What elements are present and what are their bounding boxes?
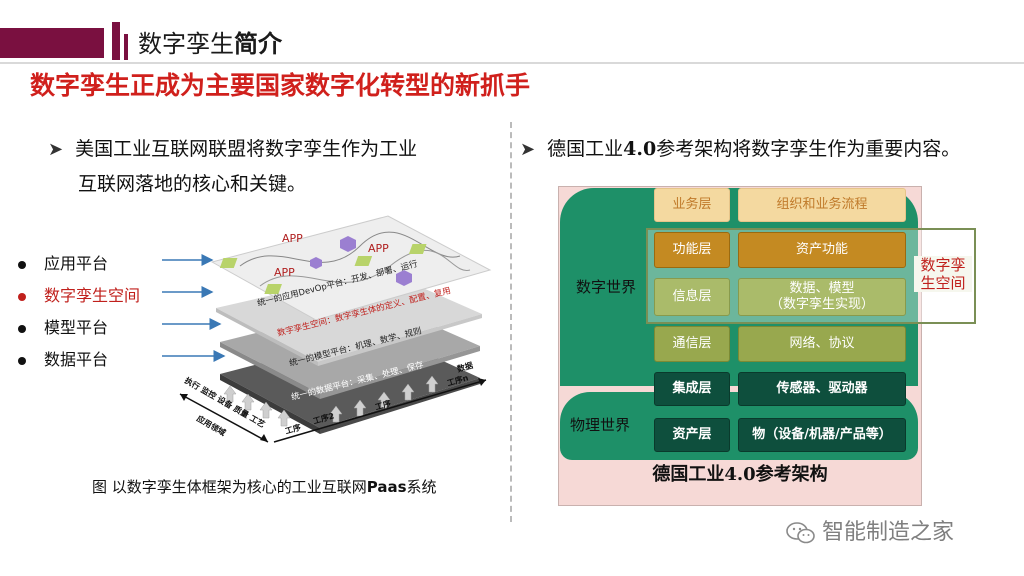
bullet-dot-icon (18, 292, 26, 301)
process-label: 工序 (374, 398, 392, 412)
layered-platform-diagram: APP APP APP 统一的应用DevOp平台：开发、部署、运行 数字孪生空间… (162, 215, 492, 443)
layer-communication: 通信层 (654, 326, 730, 362)
twin-space-label: 数字孪生空间 (914, 256, 972, 292)
list-item-model-platform: 模型平台 (18, 314, 108, 338)
layer-app (210, 215, 492, 321)
layer-business-content: 组织和业务流程 (738, 188, 906, 222)
digital-world-label: 数字世界 (576, 278, 637, 296)
page-subtitle: 数字孪生正成为主要国家数字化转型的新抓手 (30, 71, 531, 100)
column-divider (510, 122, 512, 522)
watermark: 智能制造之家 (786, 514, 954, 546)
data-axis-label: 数据 (456, 360, 474, 374)
layer-function: 功能层 (654, 232, 730, 268)
list-item-data-platform: 数据平台 (18, 346, 108, 370)
header-bar-accent (112, 22, 120, 60)
wechat-icon (786, 522, 815, 544)
process-label: 工序 (284, 422, 302, 436)
layer-function-content: 资产功能 (738, 232, 906, 268)
right-bullet: ➤ 德国工业4.0参考架构将数字孪生作为重要内容。 (520, 138, 961, 160)
left-bullet-line1: 美国工业互联网联盟将数字孪生作为工业 (75, 138, 418, 160)
layer-asset-content: 物（设备/机器/产品等） (738, 418, 906, 452)
left-bullet: ➤ 美国工业互联网联盟将数字孪生作为工业 互联网落地的核心和关键。 (48, 132, 498, 201)
layer-integration-content: 传感器、驱动器 (738, 372, 906, 406)
arrow-bullet-icon: ➤ (48, 139, 64, 160)
left-figure-caption: 图 以数字孪生体框架为核心的工业互联网Paas系统 (92, 478, 437, 496)
bullet-dot-icon (18, 324, 26, 333)
app-label: APP (282, 232, 303, 245)
app-label: APP (368, 242, 389, 255)
right-diagram-caption: 德国工业4.0参考架构 (652, 464, 828, 485)
list-item-app-platform: 应用平台 (18, 250, 108, 274)
header-bar (0, 28, 104, 58)
upward-arrows-icon (223, 375, 439, 427)
layer-integration: 集成层 (654, 372, 730, 406)
list-item-twin-space: 数字孪生空间 (18, 282, 140, 306)
layer-communication-content: 网络、协议 (738, 326, 906, 362)
bullet-dot-icon (18, 260, 26, 269)
layer-business: 业务层 (654, 188, 730, 222)
page-title: 数字孪生简介 (138, 30, 282, 58)
header-bar-accent-small (124, 34, 128, 60)
layer-information: 信息层 (654, 278, 730, 316)
header-divider (0, 62, 1024, 64)
bullet-dot-icon (18, 356, 26, 365)
left-bullet-line2: 互联网落地的核心和关键。 (78, 173, 307, 195)
app-label: APP (274, 266, 295, 279)
layer-asset: 资产层 (654, 418, 730, 452)
layer-information-content: 数据、模型（数字孪生实现） (738, 278, 906, 316)
axis-right (273, 379, 487, 443)
arrow-bullet-icon: ➤ (520, 139, 536, 160)
physical-world-label: 物理世界 (570, 416, 631, 434)
axis-left (179, 393, 269, 443)
